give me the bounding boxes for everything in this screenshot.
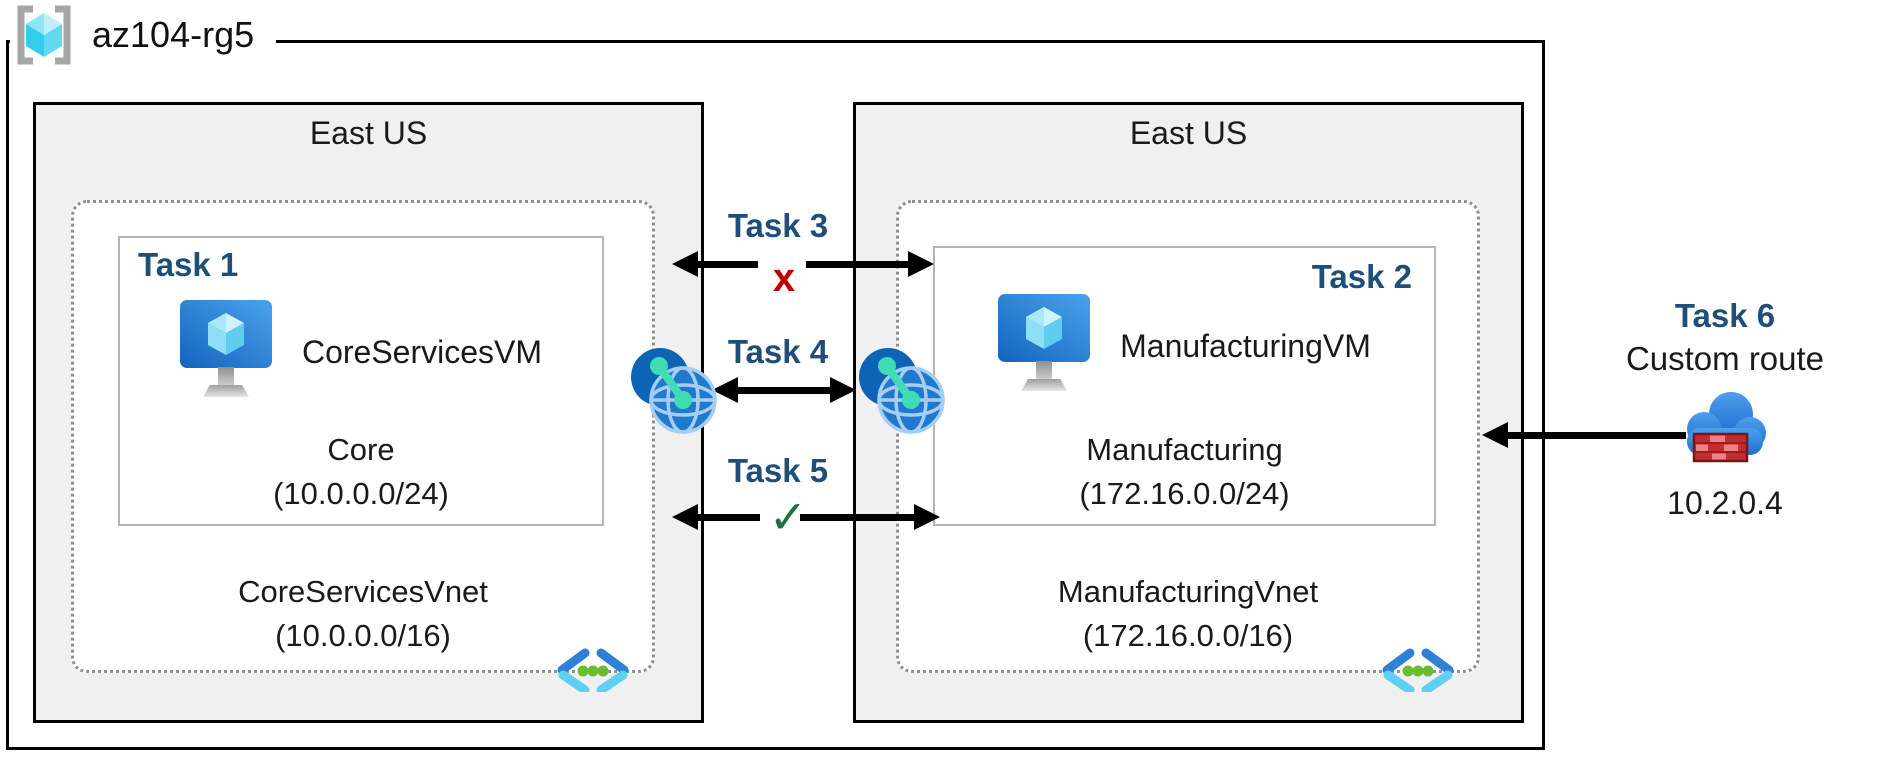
virtual-machine-icon <box>179 300 272 404</box>
task3-arrow-left-head <box>672 251 698 277</box>
region-name: East US <box>1129 115 1248 151</box>
vnet-label: CoreServicesVnet (10.0.0.0/16) <box>74 570 652 658</box>
region-box-right: East US ManufacturingVnet (172.16.0.0/16… <box>853 102 1524 723</box>
virtual-machine-icon <box>998 294 1091 398</box>
peering-globe-icon-left <box>631 348 717 434</box>
task4-label: Task 4 <box>727 333 829 370</box>
subnet-label: Core (10.0.0.0/24) <box>120 428 602 516</box>
vm-row: ManufacturingVM <box>935 294 1434 398</box>
task6-block: Task 6 Custom route 10.2.0.4 <box>1595 296 1855 523</box>
cloud-firewall-icon <box>1687 392 1766 463</box>
vm-name: CoreServicesVM <box>301 333 543 370</box>
vnet-cidr-text: (10.0.0.0/16) <box>275 618 451 653</box>
resource-group-icon <box>17 5 71 65</box>
task4-arrow-line <box>738 387 830 394</box>
subnet-label: Manufacturing (172.16.0.0/24) <box>935 428 1434 516</box>
subnet-box-manufacturing: Task 2 ManufacturingVM <box>933 246 1436 526</box>
task6-arrow-head <box>1482 422 1508 448</box>
vm-row: CoreServicesVM <box>120 300 602 404</box>
task6-subtitle: Custom route <box>1625 340 1825 377</box>
virtual-network-icon <box>1382 648 1454 692</box>
vnet-label: ManufacturingVnet (172.16.0.0/16) <box>899 570 1477 658</box>
task5-arrow-right-head <box>914 504 940 530</box>
subnet-name-text: Manufacturing <box>1086 432 1283 467</box>
task4-arrow-right-head <box>830 377 856 403</box>
task6-label: Task 6 <box>1674 297 1776 334</box>
vnet-name-text: CoreServicesVnet <box>238 574 488 609</box>
task3-blocked-x: x <box>772 256 796 300</box>
task1-label: Task 1 <box>138 246 239 283</box>
task6-arrow-line <box>1508 432 1686 439</box>
task5-arrow-left-head <box>672 504 698 530</box>
subnet-cidr-text: (10.0.0.0/24) <box>273 476 449 511</box>
task3-arrow-right-head <box>908 251 934 277</box>
task2-label: Task 2 <box>1311 258 1412 295</box>
region-name: East US <box>309 115 428 151</box>
vnet-cidr-text: (172.16.0.0/16) <box>1082 618 1294 653</box>
task3-label: Task 3 <box>727 207 829 244</box>
task3-arrow-right-line <box>806 261 908 268</box>
subnet-box-core: Task 1 CoreServicesVM <box>118 236 604 526</box>
task3-arrow-left-line <box>698 261 758 268</box>
subnet-name-text: Core <box>327 432 395 467</box>
task5-arrow-right-line <box>800 514 914 521</box>
resource-group-name: az104-rg5 <box>92 14 255 55</box>
task5-arrow-left-line <box>698 514 760 521</box>
task5-label: Task 5 <box>727 452 829 489</box>
subnet-cidr-text: (172.16.0.0/24) <box>1079 476 1290 511</box>
peering-globe-icon-right <box>859 348 945 434</box>
vnet-name-text: ManufacturingVnet <box>1057 574 1319 609</box>
task5-allowed-check: ✓ <box>768 491 808 543</box>
region-box-left: East US CoreServicesVnet (10.0.0.0/16) T… <box>33 102 704 723</box>
resource-group-label: az104-rg5 <box>10 2 277 70</box>
vm-name: ManufacturingVM <box>1120 327 1371 364</box>
task6-ip: 10.2.0.4 <box>1667 485 1783 521</box>
virtual-network-icon <box>557 648 629 692</box>
